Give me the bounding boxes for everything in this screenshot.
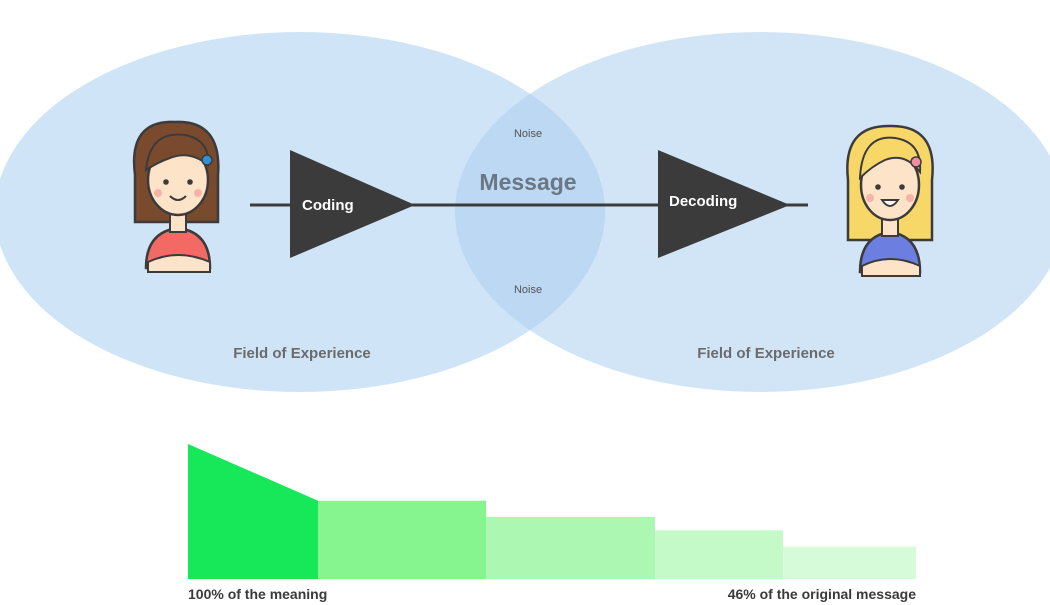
receiver-field-label: Field of Experience [697,345,835,362]
meaning-segment-2 [318,500,486,579]
meaning-start-label: 100% of the meaning [188,586,328,602]
decoding-label: Decoding [669,193,737,210]
meaning-segment-5 [783,546,916,579]
sender-field-label: Field of Experience [233,345,371,362]
meaning-segment-4 [655,530,783,579]
noise-bottom-label: Noise [514,284,542,296]
meaning-segment-3 [486,516,655,579]
meaning-decay-bar [188,444,916,579]
noise-top-label: Noise [514,128,542,140]
message-label: Message [479,169,576,195]
coding-triangle [290,150,415,258]
receiver-avatar [846,124,934,277]
decoding-triangle [658,150,790,258]
sender-avatar [132,120,220,273]
meaning-segment-1 [188,444,318,579]
coding-label: Coding [302,197,354,214]
meaning-end-label: 46% of the original message [727,586,916,602]
